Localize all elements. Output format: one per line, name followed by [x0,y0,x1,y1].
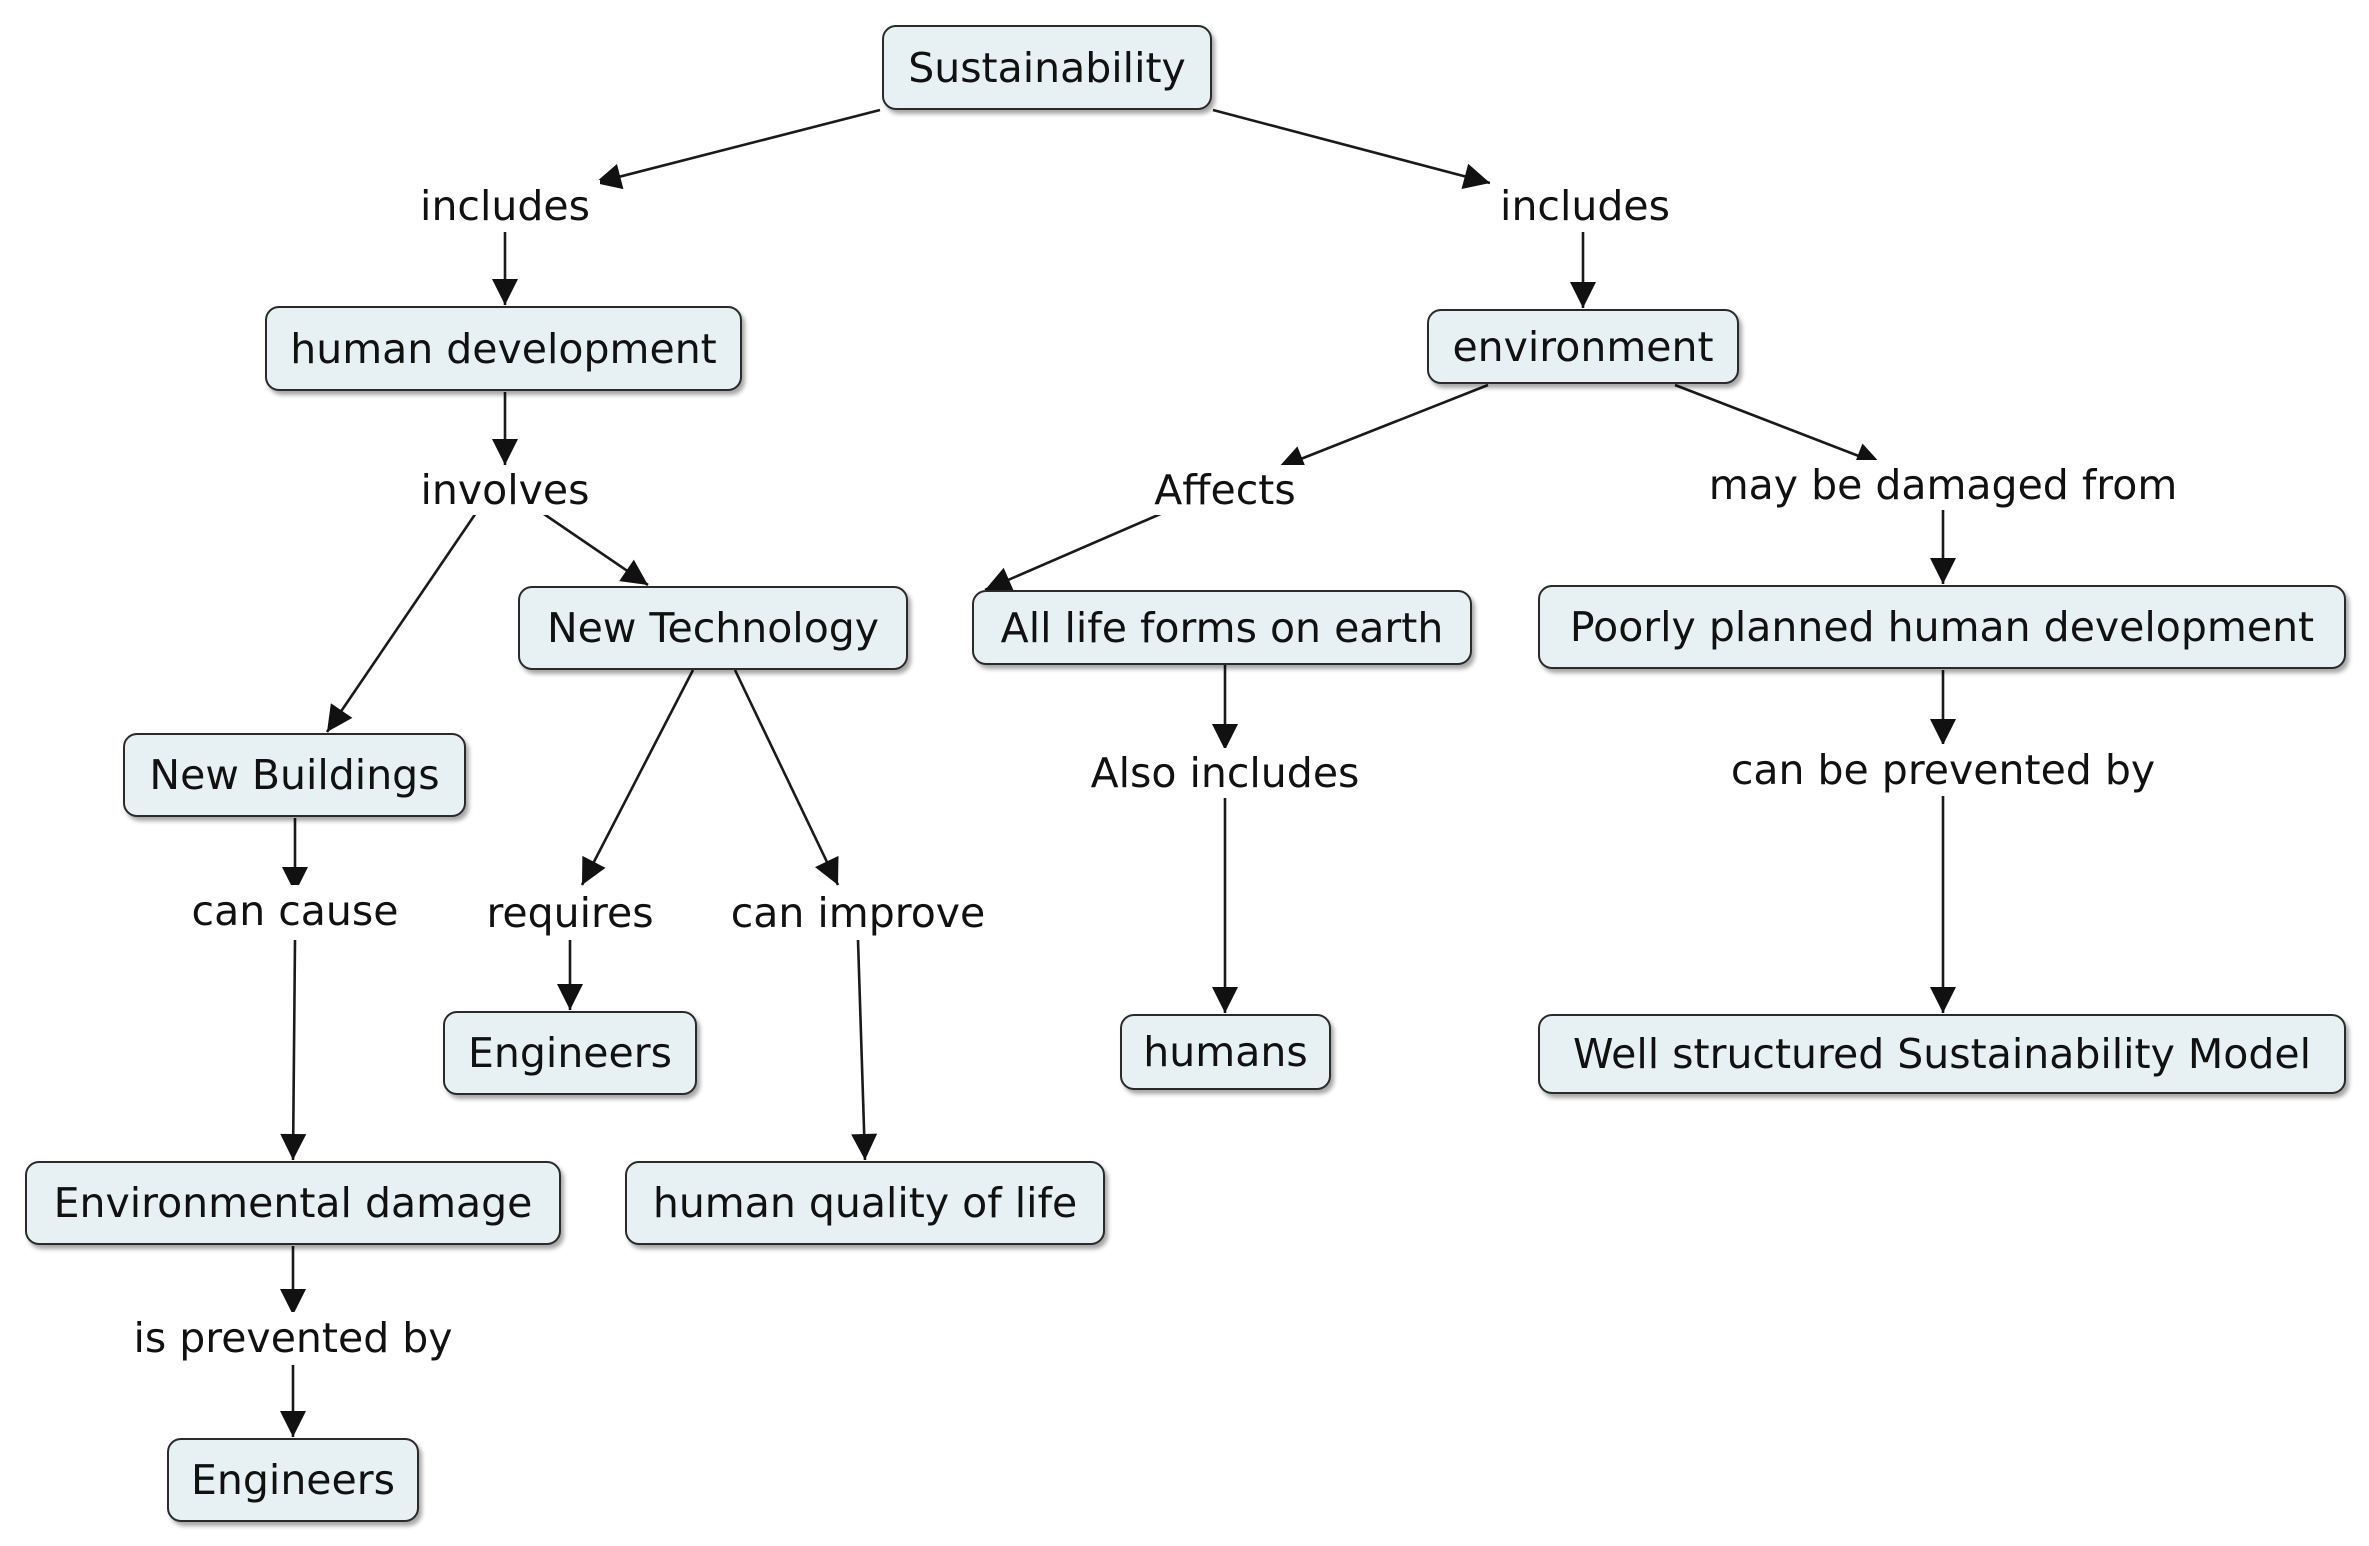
link-may-be-damaged-from: may be damaged from [1690,460,2196,510]
concept-well-structured-sustainability-model[interactable]: Well structured Sustainability Model [1538,1014,2346,1094]
concept-humans[interactable]: humans [1120,1014,1331,1090]
edge-sustainability-includes-right [1212,108,1491,189]
link-involves: involves [410,465,600,515]
concept-new-buildings[interactable]: New Buildings [123,733,466,817]
edge-new-technology-requires [580,669,695,886]
link-includes-right: includes [1490,180,1680,232]
edge-can-improve-human-quality [851,939,878,1161]
concept-poorly-planned-human-development[interactable]: Poorly planned human development [1538,585,2346,669]
link-includes-left: includes [410,180,600,232]
edge-environment-may-be-damaged [1674,383,1883,468]
edge-affects-all-life-forms [984,510,1166,592]
edge-can-cause-environmental-damage [280,939,307,1161]
edge-involves-new-technology [537,508,649,587]
link-is-prevented-by: is prevented by [120,1312,466,1364]
concept-all-life-forms[interactable]: All life forms on earth [972,590,1472,665]
concept-engineers-prevention[interactable]: Engineers [167,1438,419,1522]
link-can-be-prevented-by: can be prevented by [1713,744,2173,796]
link-can-cause: can cause [182,885,408,937]
concept-sustainability[interactable]: Sustainability [882,25,1212,110]
concept-new-technology[interactable]: New Technology [518,586,908,670]
concept-environment[interactable]: environment [1427,309,1739,384]
concept-human-development[interactable]: human development [265,306,742,391]
concept-environmental-damage[interactable]: Environmental damage [25,1161,561,1245]
edge-sustainability-includes-left [594,108,881,190]
concept-human-quality-of-life[interactable]: human quality of life [625,1161,1105,1245]
link-can-improve: can improve [718,887,998,939]
concept-engineers-technology[interactable]: Engineers [443,1011,697,1095]
link-affects: Affects [1140,465,1310,515]
link-also-includes: Also includes [1080,748,1370,798]
edge-involves-new-buildings [325,509,480,733]
edge-environment-affects [1277,383,1489,471]
link-requires: requires [480,887,660,939]
edge-new-technology-can-improve [733,669,840,886]
